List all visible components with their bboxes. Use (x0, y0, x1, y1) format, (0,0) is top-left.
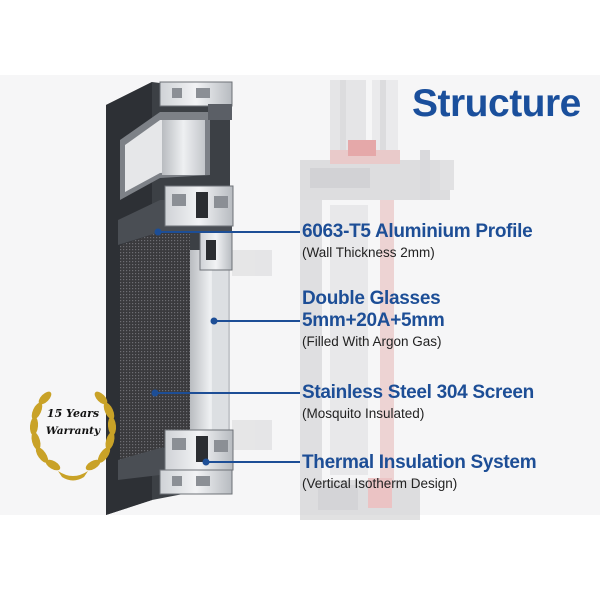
callout-subtext: (Mosquito Insulated) (302, 406, 425, 421)
callout-aluminium-profile: 6063-T5 Aluminium Profile (Wall Thicknes… (302, 221, 533, 262)
callout-subtext: (Vertical Isotherm Design) (302, 476, 458, 491)
callout-subtext: (Wall Thickness 2mm) (302, 245, 435, 260)
page-title: Structure (412, 82, 581, 125)
callout-steel-screen: Stainless Steel 304 Screen (Mosquito Ins… (302, 382, 534, 423)
callout-subtext: (Filled With Argon Gas) (302, 334, 442, 349)
badge-years: 15 Years (46, 407, 100, 420)
callout-heading: Double Glasses (302, 288, 441, 309)
callout-double-glasses: Double Glasses 5mm+20A+5mm (Filled With … (302, 288, 445, 351)
callout-heading-line2: 5mm+20A+5mm (302, 310, 445, 331)
warranty-badge: 15 Years Warranty (28, 385, 118, 485)
callout-heading: Stainless Steel 304 Screen (302, 382, 534, 403)
laurel-wreath-icon (29, 391, 117, 481)
callout-thermal-insulation: Thermal Insulation System (Vertical Isot… (302, 452, 537, 493)
badge-label: Warranty (45, 425, 101, 437)
callout-heading: 6063-T5 Aluminium Profile (302, 221, 533, 242)
callout-heading: Thermal Insulation System (302, 452, 537, 473)
